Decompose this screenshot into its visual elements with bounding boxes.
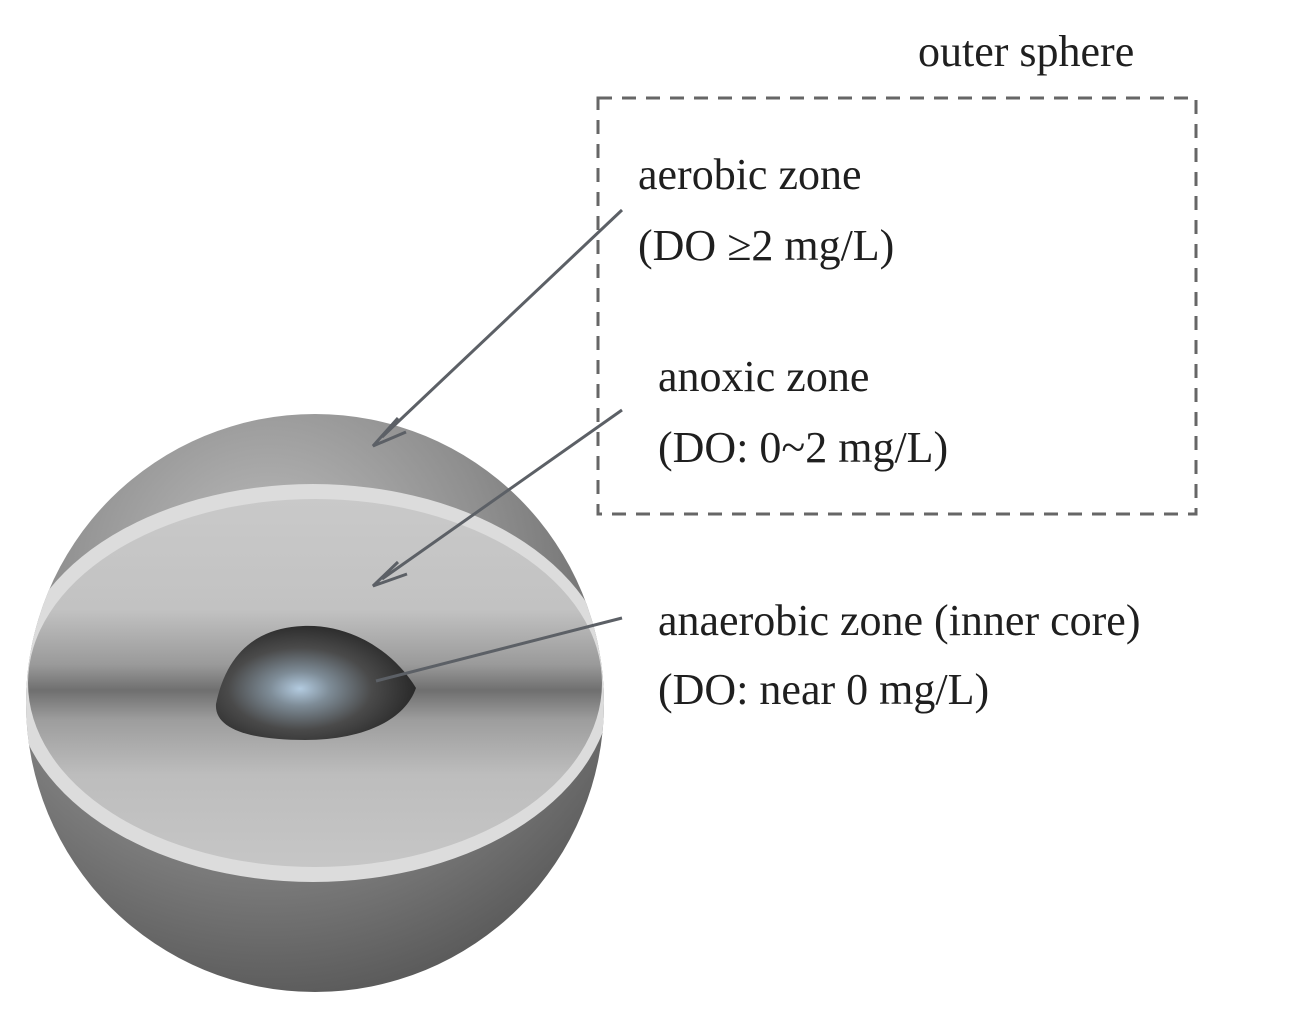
inner-core [215,625,416,740]
anoxic-zone-label: anoxic zone [658,352,870,401]
anaerobic-zone-label: anaerobic zone (inner core) [658,596,1141,645]
aerobic-zone-condition: (DO ≥2 mg/L) [638,221,895,270]
anoxic-zone-condition: (DO: 0~2 mg/L) [658,423,949,472]
aerobic-arrow [371,208,624,448]
outer-sphere-label: outer sphere [918,27,1135,76]
anoxic-arrow [371,408,623,588]
aerobic-zone-label: aerobic zone [638,150,862,199]
outer-sphere-box [596,96,1198,516]
anaerobic-zone-condition: (DO: near 0 mg/L) [658,665,990,714]
anaerobic-pointer [375,616,623,683]
